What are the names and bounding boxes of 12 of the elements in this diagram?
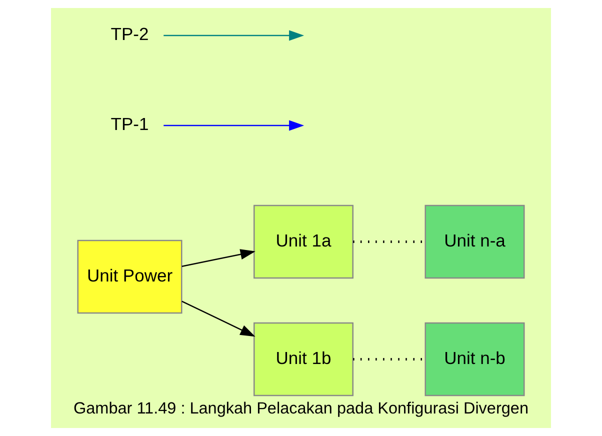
node-box: Unit 1a	[254, 204, 354, 279]
node-box: Unit Power	[77, 240, 182, 314]
arrow	[164, 120, 304, 131]
node-text: TP-1	[110, 114, 149, 134]
node-text: TP-2	[110, 24, 149, 44]
node-box: Unit n-a	[424, 204, 525, 279]
node-box: Unit n-b	[424, 322, 525, 396]
arrow	[182, 249, 256, 267]
arrow	[182, 300, 256, 337]
arrow	[164, 30, 304, 41]
caption: Gambar 11.49 : Langkah Pelacakan pada Konfigurasi Divergen	[74, 400, 528, 418]
node-box: Unit 1b	[254, 322, 354, 396]
